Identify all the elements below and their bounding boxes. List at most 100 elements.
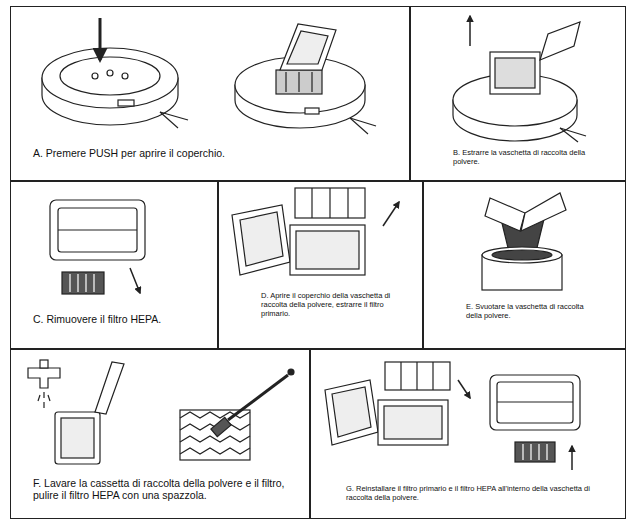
dust-bin-open bbox=[232, 205, 290, 275]
filter-brush bbox=[180, 436, 250, 442]
robot-vacuum-bin-out bbox=[453, 22, 586, 142]
dust-bin-reassembly bbox=[416, 362, 417, 390]
robot-vacuum-bin-out bbox=[560, 128, 578, 142]
filter-brush bbox=[180, 448, 250, 454]
primary-filter bbox=[347, 188, 348, 218]
step-caption: A. Premere PUSH per aprire il coperchio. bbox=[33, 147, 225, 160]
dust-bin-closed bbox=[497, 401, 573, 402]
robot-vacuum bbox=[107, 70, 113, 76]
hepa-filter bbox=[62, 272, 104, 294]
hepa-filter bbox=[93, 274, 94, 292]
robot-vacuum-open bbox=[276, 70, 322, 94]
trash-bin bbox=[492, 250, 552, 260]
dust-bin-closed bbox=[490, 375, 580, 430]
dust-bin-reassembly bbox=[325, 380, 378, 445]
dust-bin bbox=[50, 200, 145, 260]
faucet bbox=[48, 395, 50, 401]
robot-vacuum bbox=[42, 48, 188, 128]
dust-bin-closed bbox=[530, 444, 531, 460]
dust-bin-open bbox=[240, 212, 283, 266]
step-panel: G. Reinstallare il filtro primario e il … bbox=[310, 349, 626, 519]
step-panel: C. Rimuovere il filtro HEPA. bbox=[10, 181, 218, 349]
hepa-filter bbox=[130, 268, 140, 293]
primary-filter bbox=[295, 188, 365, 218]
robot-vacuum-open bbox=[305, 108, 319, 114]
faucet bbox=[43, 392, 44, 398]
step-caption: C. Rimuovere il filtro HEPA. bbox=[33, 313, 161, 326]
lift-arrow bbox=[469, 16, 471, 46]
step-panel: A. Premere PUSH per aprire il coperchio. bbox=[10, 6, 410, 181]
robot-vacuum bbox=[92, 73, 98, 79]
faucet bbox=[28, 368, 60, 388]
robot-vacuum-open bbox=[285, 72, 286, 92]
dust-bin-open bbox=[296, 231, 359, 269]
robot-vacuum-open bbox=[298, 72, 299, 92]
primary-filter bbox=[383, 202, 399, 226]
faucet bbox=[40, 360, 48, 368]
faucet bbox=[43, 402, 44, 408]
dust-bin-emptying bbox=[485, 198, 525, 231]
step-caption: B. Estrarre la vaschetta di raccolta del… bbox=[453, 148, 603, 166]
dust-bin-washing bbox=[61, 418, 94, 458]
robot-vacuum-open bbox=[280, 24, 336, 70]
robot-vacuum-open bbox=[287, 31, 328, 64]
dust-bin-washing bbox=[55, 412, 100, 464]
dust-bin bbox=[58, 229, 137, 230]
filter-brush bbox=[288, 369, 294, 375]
filter-brush bbox=[180, 410, 250, 460]
robot-vacuum bbox=[160, 112, 178, 128]
robot-vacuum-bin-out bbox=[490, 52, 540, 94]
push-arrow bbox=[99, 18, 102, 60]
primary-filter bbox=[329, 188, 330, 218]
robot-vacuum bbox=[118, 100, 134, 106]
dust-bin-reassembly bbox=[378, 400, 448, 445]
robot-vacuum-bin-out bbox=[495, 58, 535, 88]
step-caption: G. Reinstallare il filtro primario e il … bbox=[346, 484, 591, 502]
dust-bin-reassembly bbox=[325, 362, 470, 445]
dust-bin-reassembly bbox=[400, 362, 401, 390]
dust-bin-open bbox=[290, 225, 365, 275]
faucet bbox=[28, 360, 60, 408]
dust-bin-reassembly bbox=[458, 380, 470, 398]
robot-vacuum bbox=[122, 73, 128, 79]
trash-bin bbox=[482, 247, 562, 263]
dust-bin bbox=[50, 200, 145, 260]
push-arrow bbox=[99, 18, 100, 60]
dust-bin-closed bbox=[571, 446, 573, 470]
robot-vacuum-open bbox=[311, 72, 312, 92]
step-caption: D. Aprire il coperchio della vaschetta d… bbox=[261, 291, 391, 318]
dust-bin-emptying bbox=[485, 193, 566, 231]
dust-bin-closed bbox=[546, 444, 547, 460]
step-panel: D. Aprire il coperchio della vaschetta d… bbox=[218, 181, 423, 349]
hepa-filter bbox=[62, 268, 140, 294]
dust-bin-washing bbox=[55, 362, 124, 464]
filter-brush bbox=[180, 369, 294, 460]
dust-bin-closed bbox=[497, 382, 573, 423]
faucet bbox=[38, 395, 40, 401]
step-panel: E. Svuotare la vaschetta di raccolta del… bbox=[423, 181, 626, 349]
filter-brush bbox=[228, 375, 288, 420]
primary-filter bbox=[295, 188, 399, 226]
dust-bin-reassembly bbox=[385, 362, 450, 390]
dust-bin bbox=[58, 208, 137, 252]
robot-vacuum-bin-out bbox=[560, 128, 586, 136]
hepa-filter bbox=[69, 274, 70, 292]
dust-bin-reassembly bbox=[384, 406, 442, 439]
robot-vacuum-open bbox=[235, 24, 376, 134]
primary-filter bbox=[311, 188, 312, 218]
dust-bin-reassembly bbox=[432, 362, 433, 390]
hepa-filter bbox=[77, 274, 78, 292]
dust-bin-emptying bbox=[521, 193, 566, 231]
dust-bin-closed bbox=[490, 375, 580, 470]
hepa-filter bbox=[85, 274, 86, 292]
lift-arrow bbox=[469, 16, 470, 46]
step-caption: F. Lavare la cassetta di raccolta della … bbox=[33, 477, 288, 502]
robot-vacuum-bin-out bbox=[540, 22, 580, 60]
dust-bin-closed bbox=[522, 444, 523, 460]
step-caption: E. Svuotare la vaschetta di raccolta del… bbox=[466, 302, 588, 320]
step-panel: B. Estrarre la vaschetta di raccolta del… bbox=[410, 6, 626, 181]
robot-vacuum-open bbox=[350, 118, 368, 134]
